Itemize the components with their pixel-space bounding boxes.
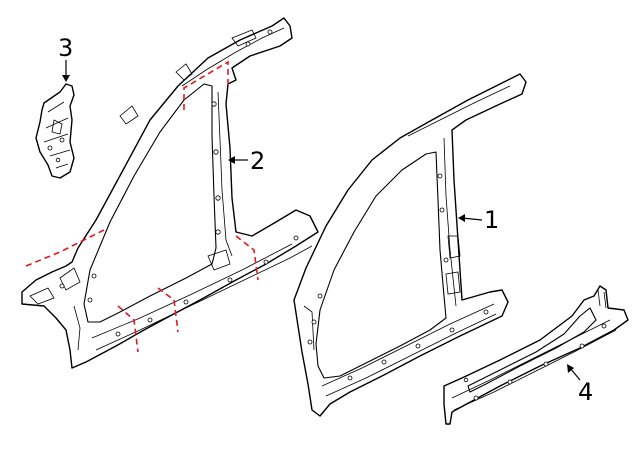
leader-arrow-2 bbox=[228, 156, 235, 164]
callout-label-1: 1 bbox=[484, 206, 499, 234]
cut-line-a-pillar bbox=[25, 229, 105, 267]
leader-arrow-4 bbox=[567, 364, 574, 373]
part-3-bracket[interactable] bbox=[35, 83, 75, 179]
callout-label-3: 3 bbox=[58, 34, 73, 62]
callout-4: 4 bbox=[567, 364, 593, 406]
part-1-body-side-inner[interactable] bbox=[293, 73, 527, 417]
callout-1: 1 bbox=[458, 206, 499, 234]
leader-arrow-3 bbox=[62, 75, 70, 82]
cut-lines bbox=[25, 60, 259, 353]
part-4-rocker[interactable] bbox=[443, 285, 629, 425]
leader-line-4 bbox=[569, 367, 581, 381]
cut-line-rear bbox=[235, 235, 259, 281]
callout-label-2: 2 bbox=[250, 147, 265, 175]
cut-line-roof bbox=[183, 60, 229, 110]
cut-line-sill-front bbox=[117, 305, 139, 353]
callout-label-4: 4 bbox=[578, 378, 593, 406]
callout-2: 2 bbox=[228, 147, 265, 175]
part-2-body-side-outer[interactable] bbox=[21, 17, 319, 369]
cut-line-sill-mid bbox=[157, 287, 179, 333]
callout-3: 3 bbox=[58, 34, 73, 82]
leader-line-1 bbox=[461, 217, 483, 221]
leader-arrow-1 bbox=[458, 214, 465, 222]
